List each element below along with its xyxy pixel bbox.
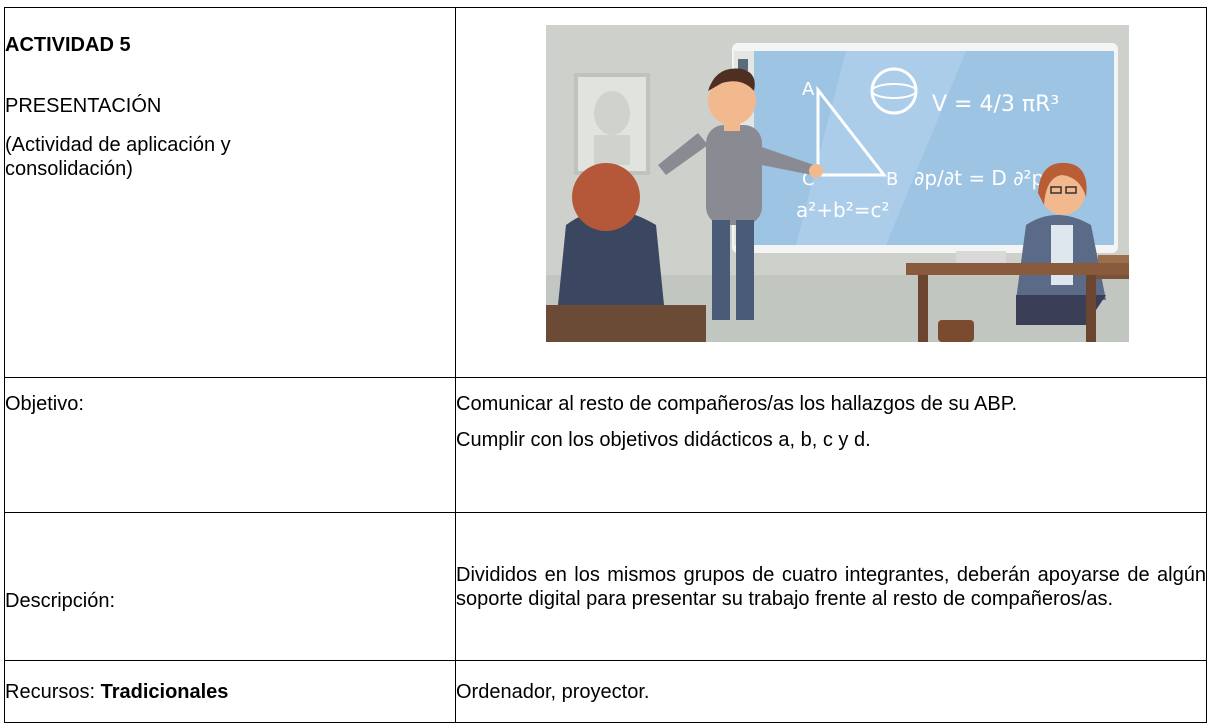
row-label-objetivo: Objetivo: [4,376,456,513]
table-row: Objetivo: Comunicar al resto de compañer… [4,376,1207,513]
illustration-cell: A C B V = 4/3 πR³ a²+b²=c² ∂p/∂t = D ∂²p… [455,7,1207,378]
resources-label: Recursos: [5,680,101,703]
wall-portrait [574,73,650,175]
objective-line-1: Comunicar al resto de compañeros/as los … [456,392,1018,415]
description-cell: Divididos en los mismos grupos de cuatro… [455,511,1207,662]
table-row: Descripción: Divididos en los mismos gru… [4,511,1207,662]
resources-type: Tradicionales [100,680,229,703]
objective-cell: Comunicar al resto de compañeros/as los … [455,376,1207,513]
row-label-recursos: Recursos: Tradicionales [4,660,456,723]
objective-label: Objetivo: [5,392,84,415]
description-text: Divididos en los mismos grupos de cuatro… [456,563,1206,610]
vertex-b-label: B [886,169,898,190]
table-row: ACTIVIDAD 5 PRESENTACIÓN (Actividad de a… [4,7,1207,378]
activity-title: ACTIVIDAD 5 [5,34,131,56]
presenter-figure [658,68,823,320]
activity-header-cell: ACTIVIDAD 5 PRESENTACIÓN (Actividad de a… [4,7,456,378]
pythagoras-formula: a²+b²=c² [796,198,890,222]
table-row: Recursos: Tradicionales Ordenador, proye… [4,660,1207,723]
activity-table: ACTIVIDAD 5 PRESENTACIÓN (Actividad de a… [4,7,1207,723]
row-label-descripcion: Descripción: [4,511,456,662]
activity-subtitle: PRESENTACIÓN [5,95,162,117]
resources-text: Ordenador, proyector. [456,680,650,703]
objective-line-2: Cumplir con los objetivos didácticos a, … [456,428,871,451]
student-figure [546,163,706,342]
volume-formula: V = 4/3 πR³ [932,92,1059,117]
desk [906,251,1129,342]
description-label: Descripción: [5,589,116,612]
activity-type: (Actividad de aplicación y consolidación… [5,134,231,180]
resources-cell: Ordenador, proyector. [455,660,1207,723]
vertex-a-label: A [802,79,815,100]
classroom-illustration: A C B V = 4/3 πR³ a²+b²=c² ∂p/∂t = D ∂²p… [546,25,1129,342]
